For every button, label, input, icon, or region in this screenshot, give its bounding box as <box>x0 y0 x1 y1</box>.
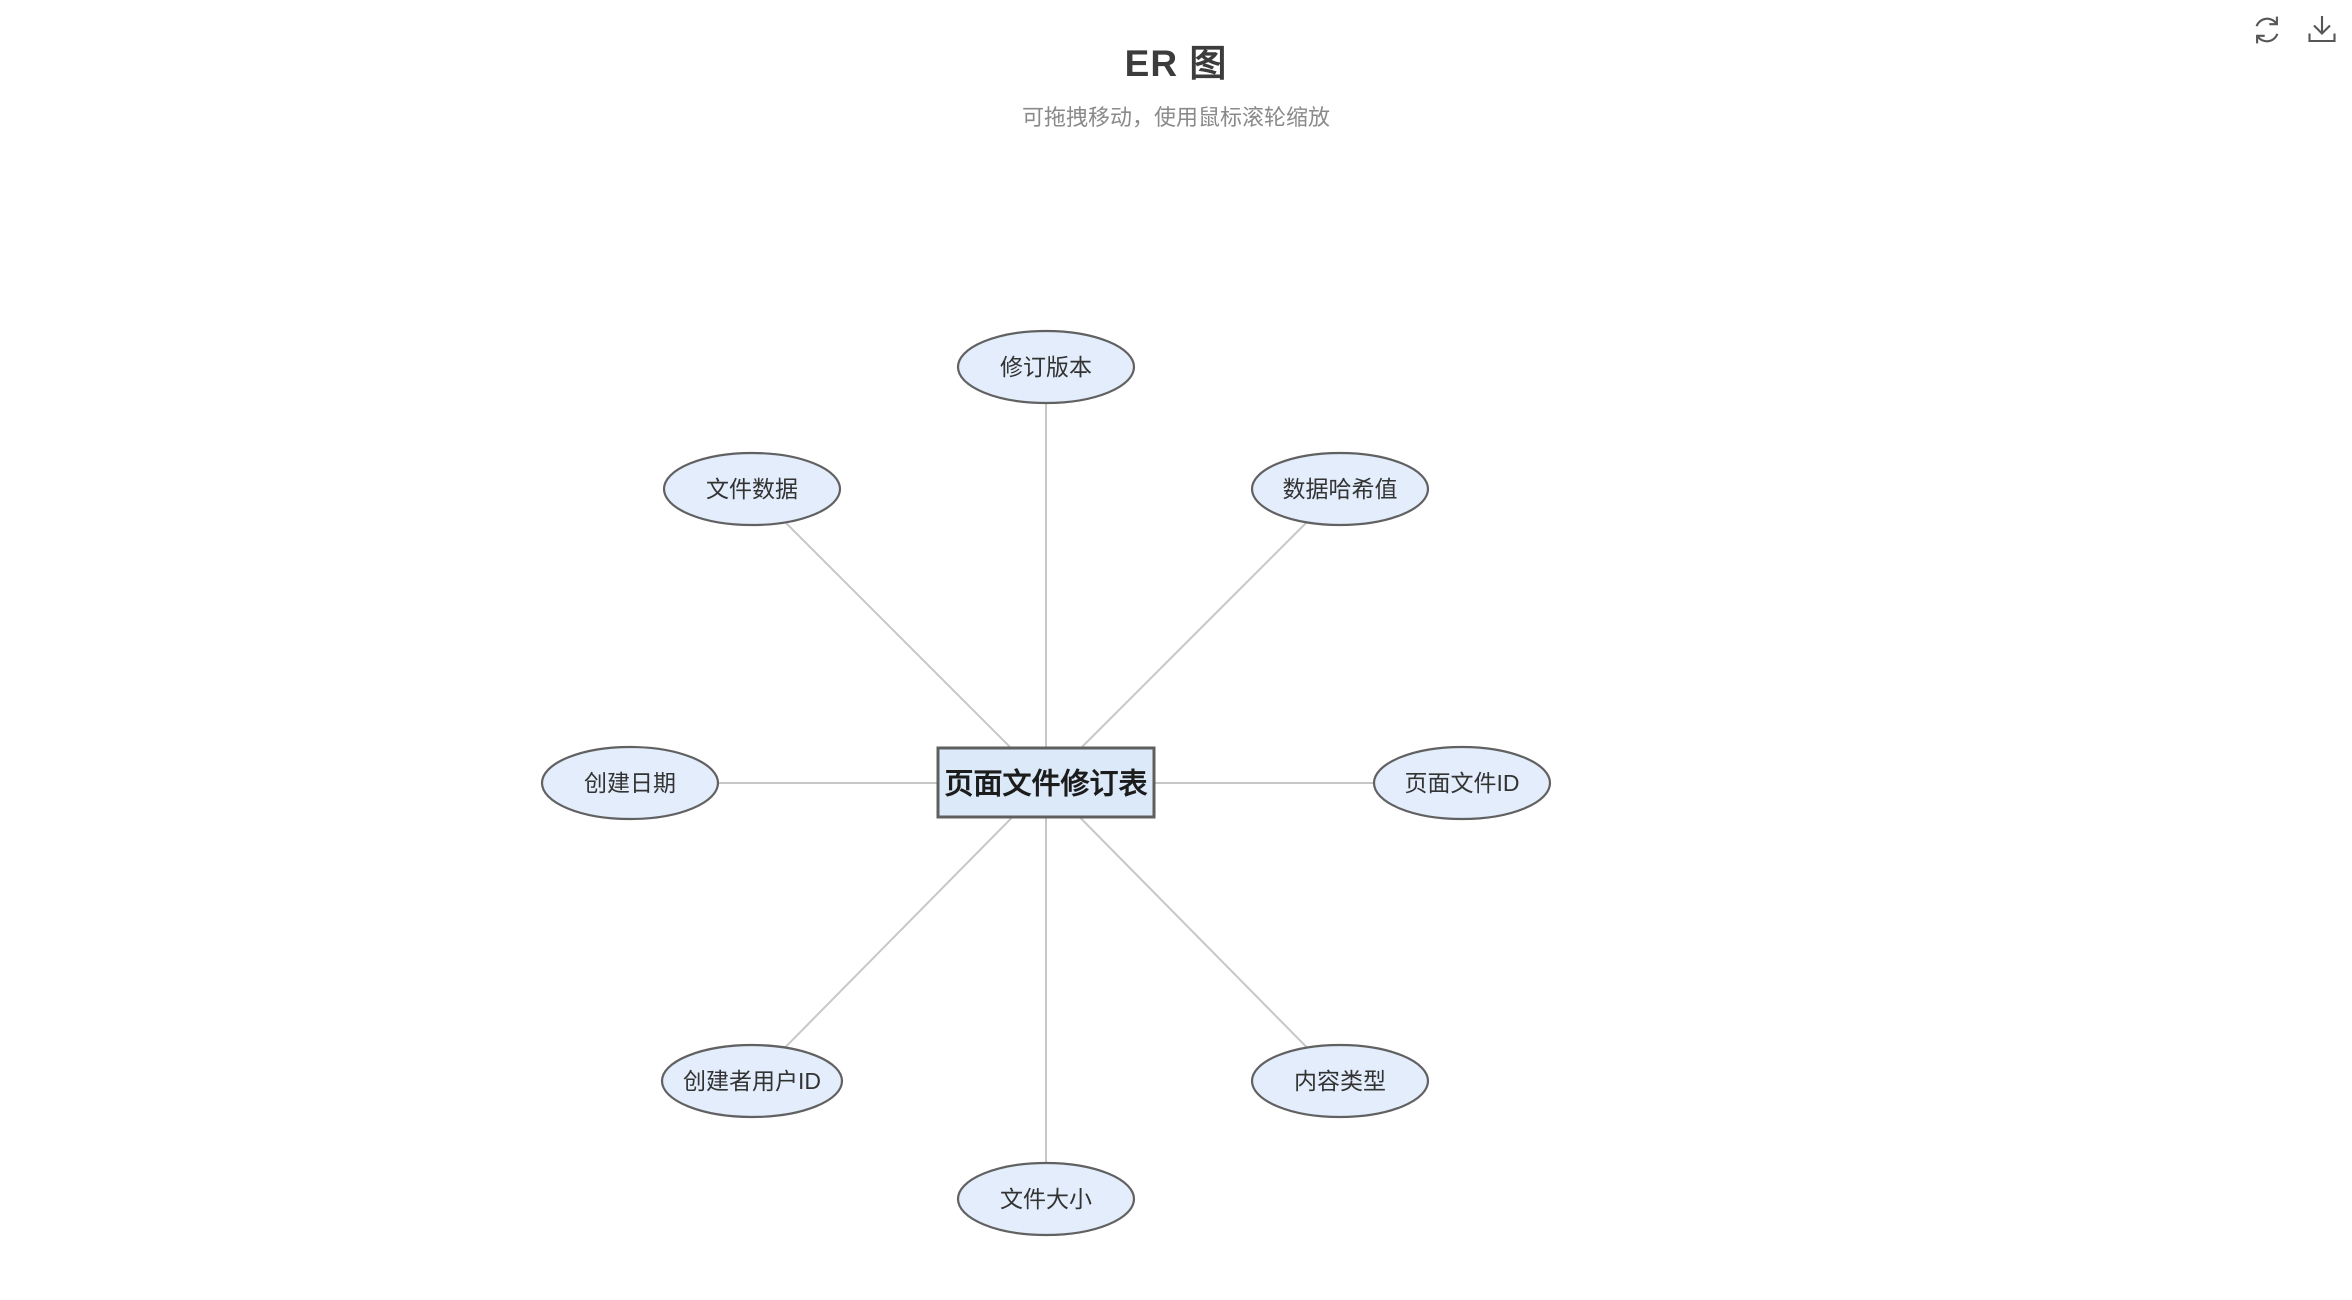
attribute-label: 内容类型 <box>1294 1068 1386 1094</box>
attribute-label: 修订版本 <box>1000 354 1092 380</box>
toolbar <box>2248 11 2341 49</box>
attribute-node-creator-user-id[interactable]: 创建者用户ID <box>660 1043 844 1119</box>
attribute-label: 创建日期 <box>584 770 676 796</box>
edge-entity-top-right <box>1045 488 1341 784</box>
attribute-label: 创建者用户ID <box>683 1068 821 1094</box>
attribute-node-create-date[interactable]: 创建日期 <box>540 745 720 821</box>
attribute-node-content-type[interactable]: 内容类型 <box>1250 1043 1430 1119</box>
entity-node-page-file-revision-table[interactable]: 页面文件修订表 <box>936 746 1156 819</box>
entity-label: 页面文件修订表 <box>944 766 1147 800</box>
attribute-node-page-file-id[interactable]: 页面文件ID <box>1372 745 1552 821</box>
attribute-node-file-data[interactable]: 文件数据 <box>662 451 842 527</box>
attribute-node-revision-version[interactable]: 修订版本 <box>956 329 1136 405</box>
attribute-label: 文件数据 <box>706 476 798 502</box>
edge-entity-bottom-left <box>751 782 1047 1082</box>
refresh-icon <box>2255 16 2279 44</box>
download-button[interactable] <box>2303 11 2341 49</box>
attribute-label: 文件大小 <box>1000 1186 1092 1212</box>
attribute-node-data-hash[interactable]: 数据哈希值 <box>1250 451 1430 527</box>
attribute-label: 页面文件ID <box>1405 770 1520 796</box>
refresh-button[interactable] <box>2248 11 2286 49</box>
edge-entity-top-left <box>751 488 1047 784</box>
edge-entity-bottom-right <box>1045 782 1341 1082</box>
download-icon <box>2308 16 2336 43</box>
edges <box>630 367 1462 1199</box>
attribute-node-file-size[interactable]: 文件大小 <box>956 1161 1136 1237</box>
attribute-label: 数据哈希值 <box>1283 476 1398 502</box>
